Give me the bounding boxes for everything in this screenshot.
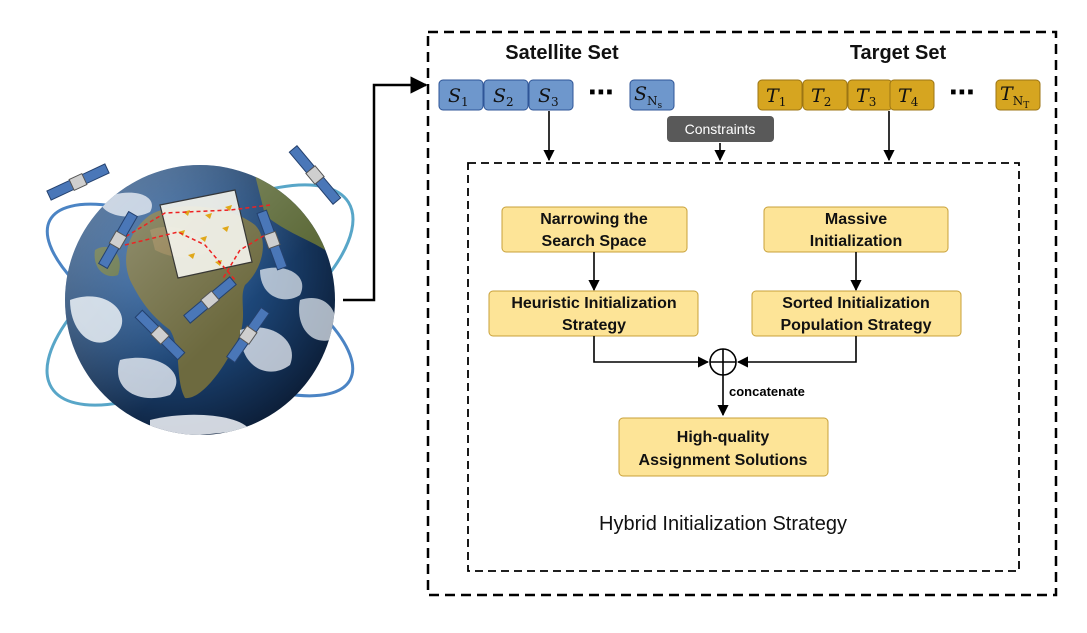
concatenate-label: concatenate (729, 384, 805, 399)
satellite-set-title: Satellite Set (505, 42, 619, 64)
satellite-icon (226, 306, 270, 364)
narrowing-line-1: Narrowing the (540, 211, 648, 228)
satellite-icon (97, 210, 139, 270)
target-cell-t4: T4 (889, 79, 935, 111)
massive-line-1: Massive (825, 211, 887, 228)
earth-illustration-icon (45, 145, 355, 435)
target-cell-t2: T2 (802, 79, 848, 111)
heuristic-to-concat-arrow (593, 336, 710, 368)
concatenate-icon (709, 348, 737, 376)
target-set-title: Target Set (850, 42, 947, 64)
observation-area-icon (119, 189, 271, 281)
inner-panel (467, 162, 1020, 572)
solutions-line-1: High-quality (677, 429, 770, 446)
satellite-icon (134, 309, 186, 361)
satellite-cell-s3: S3 (528, 79, 574, 111)
heuristic-initialization-box: Heuristic Initialization Strategy (488, 290, 699, 337)
sorted-initialization-box: Sorted Initialization Population Strateg… (751, 290, 962, 337)
target-cell-t3: T3 (847, 79, 893, 111)
solutions-line-2: Assignment Solutions (639, 452, 808, 469)
satellite-icon (288, 145, 342, 205)
satellite-icon (183, 276, 237, 324)
sorted-line-2: Population Strategy (780, 317, 931, 334)
narrowing-line-2: Search Space (542, 233, 647, 250)
satellite-icon (46, 163, 110, 201)
satellite-set-row: S1 S2 S3 ⋯ SNs (438, 78, 675, 111)
narrowing-search-space-box: Narrowing the Search Space (501, 206, 688, 253)
heuristic-line-2: Strategy (562, 317, 626, 334)
hybrid-strategy-title: Hybrid Initialization Strategy (599, 513, 847, 535)
target-ellipsis: ⋯ (949, 78, 975, 108)
sorted-line-1: Sorted Initialization (782, 295, 930, 312)
constraints-label: Constraints (685, 121, 756, 137)
target-cell-tnt: TNT (995, 79, 1041, 111)
outer-panel (426, 30, 1058, 597)
satellite-ellipsis: ⋯ (588, 78, 614, 108)
massive-line-2: Initialization (810, 233, 902, 250)
satellite-cell-s2: S2 (483, 79, 529, 111)
assignment-solutions-box: High-quality Assignment Solutions (618, 417, 829, 477)
heuristic-line-1: Heuristic Initialization (511, 295, 676, 312)
target-cell-t1: T1 (757, 79, 803, 111)
earth-to-panel-arrow (343, 76, 428, 302)
satellite-icon (256, 209, 288, 271)
massive-initialization-box: Massive Initialization (763, 206, 949, 253)
satellite-cell-sns: SNs (629, 79, 675, 111)
constraints-box: Constraints (667, 116, 774, 142)
satellite-cell-s1: S1 (438, 79, 484, 111)
sorted-to-concat-arrow (736, 336, 857, 368)
target-set-row: T1 T2 T3 T4 ⋯ TNT (757, 78, 1041, 111)
